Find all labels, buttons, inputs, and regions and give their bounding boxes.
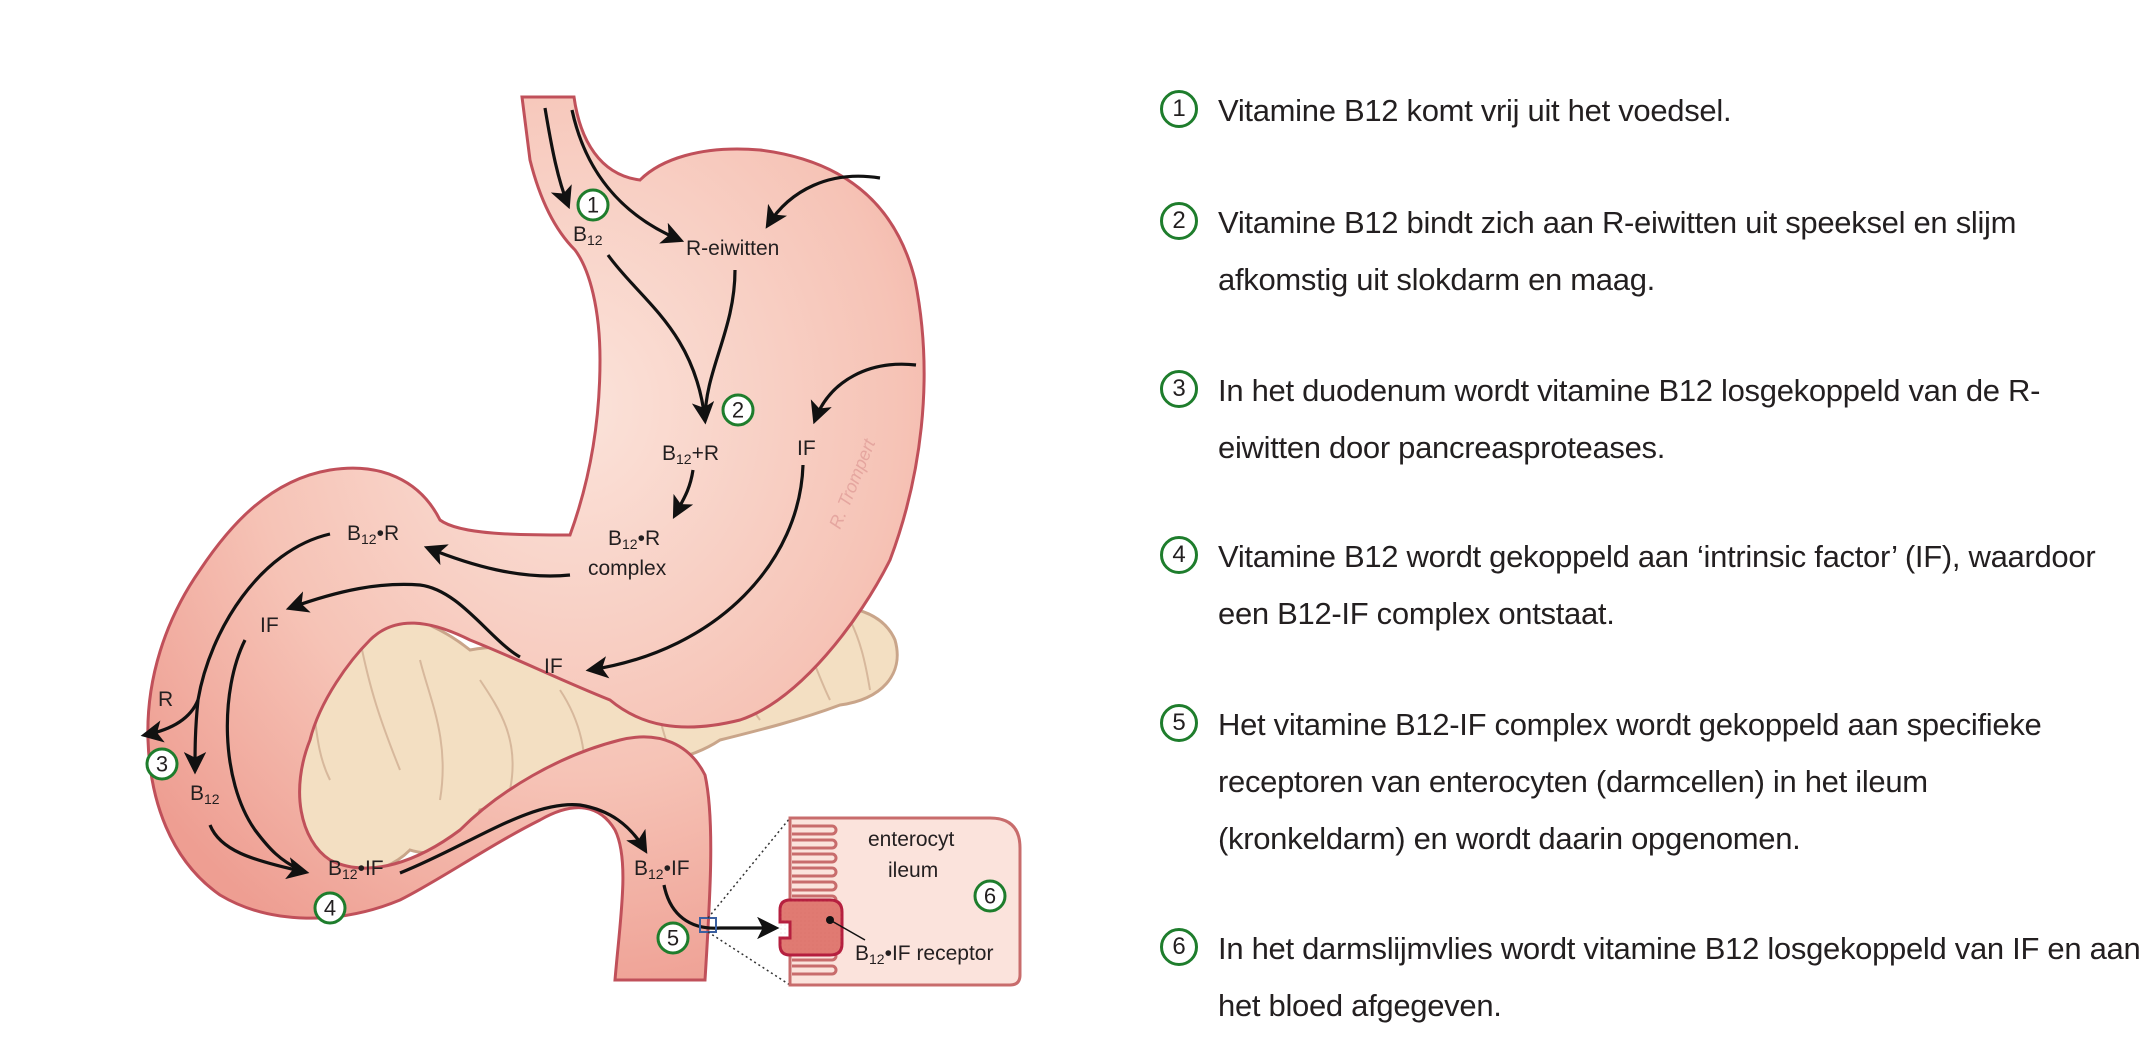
step-item-4: 4 Vitamine B12 wordt gekoppeld aan ‘intr… [1160,528,2118,642]
svg-text:2: 2 [732,398,744,423]
arrow-if-long [585,464,805,679]
arrow-r-free [140,699,200,743]
arrow-to-b12r-duodenum [423,544,571,578]
arrow-if-to-duodenum [285,582,521,659]
arrow-b12r-complex [672,469,695,519]
step-item-5: 5 Het vitamine B12-IF complex wordt geko… [1160,696,2078,867]
svg-text:3: 3 [156,752,168,777]
arrow-b12r-to-split [183,532,331,775]
label-enterocyt: enterocyt [868,828,955,851]
svg-text:1: 1 [587,193,599,218]
label-r-eiwitten: R-eiwitten [686,237,779,260]
label-if-lower: IF [544,655,563,678]
arrow-esophagus-r [570,109,685,244]
label-receptor: B12•IF receptor [855,942,993,967]
step-number-badge: 6 [1160,928,1198,966]
step-text: Vitamine B12 wordt gekoppeld aan ‘intrin… [1218,539,2096,631]
arrow-fundus-r [765,174,881,229]
flow-arrows [140,107,917,940]
label-b12-if-jejunum: B12•IF [328,857,384,882]
label-b12-if-ileum: B12•IF [634,857,690,882]
enterocyte-panel [778,816,1022,987]
svg-text:4: 4 [324,896,336,921]
arrow-b12-to-complex [208,824,310,880]
step-marker-2: 2 [721,393,755,427]
step-marker-6: 6 [973,879,1007,913]
zoom-guide-lines [707,817,791,986]
step-number-badge: 2 [1160,202,1198,240]
label-b12-r-complex: B12•R [608,527,660,552]
diagram-labels: B12 R-eiwitten B12+R IF B12•R complex B1… [158,223,993,967]
label-b12-free: B12 [190,782,220,807]
arrow-to-receptor [662,884,780,940]
step-number-badge: 1 [1160,90,1198,128]
step-marker-3: 3 [145,747,179,781]
step-item-2: 2 Vitamine B12 bindt zich aan R-eiwitten… [1160,194,2148,308]
arrow-esophagus-b12 [543,107,572,210]
step-marker-1: 1 [576,188,610,222]
label-r-free: R [158,688,173,711]
step-number-badge: 5 [1160,704,1198,742]
step-marker-5: 5 [656,921,690,955]
step-number-badge: 4 [1160,536,1198,574]
arrow-b12-down [606,254,715,425]
label-complex: complex [588,557,667,580]
arrow-to-ileum [399,803,648,875]
svg-text:6: 6 [984,884,996,909]
step-text: Het vitamine B12-IF complex wordt gekopp… [1218,707,2042,856]
svg-text:5: 5 [667,926,679,951]
arrow-r-down [703,269,737,421]
step-text: Vitamine B12 komt vrij uit het voedsel. [1218,93,1732,128]
step-marker-4: 4 [313,891,347,925]
label-b12-esophagus: B12 [573,223,603,248]
step-number-badge: 3 [1160,370,1198,408]
step-text: In het darmslijmvlies wordt vitamine B12… [1218,931,2141,1023]
arrow-if-stomach [810,362,917,425]
step-item-6: 6 In het darmslijmvlies wordt vitamine B… [1160,920,2148,1034]
label-ileum: ileum [888,859,938,882]
label-b12-plus-r: B12+R [662,442,719,467]
step-text: In het duodenum wordt vitamine B12 losge… [1218,373,2041,465]
step-item-3: 3 In het duodenum wordt vitamine B12 los… [1160,362,2138,476]
step-text: Vitamine B12 bindt zich aan R-eiwitten u… [1218,205,2017,297]
label-if-stomach: IF [797,437,816,460]
step-item-1: 1 Vitamine B12 komt vrij uit het voedsel… [1160,82,2118,139]
diagram-step-markers: 1 2 3 4 5 6 [145,188,1007,955]
b12-absorption-diagram: R. Trompert B12 R-eiwitten B1 [140,95,1022,987]
arrow-if-down [225,639,301,872]
label-b12-r-duodenum: B12•R [347,522,399,547]
label-if-duodenum: IF [260,614,279,637]
